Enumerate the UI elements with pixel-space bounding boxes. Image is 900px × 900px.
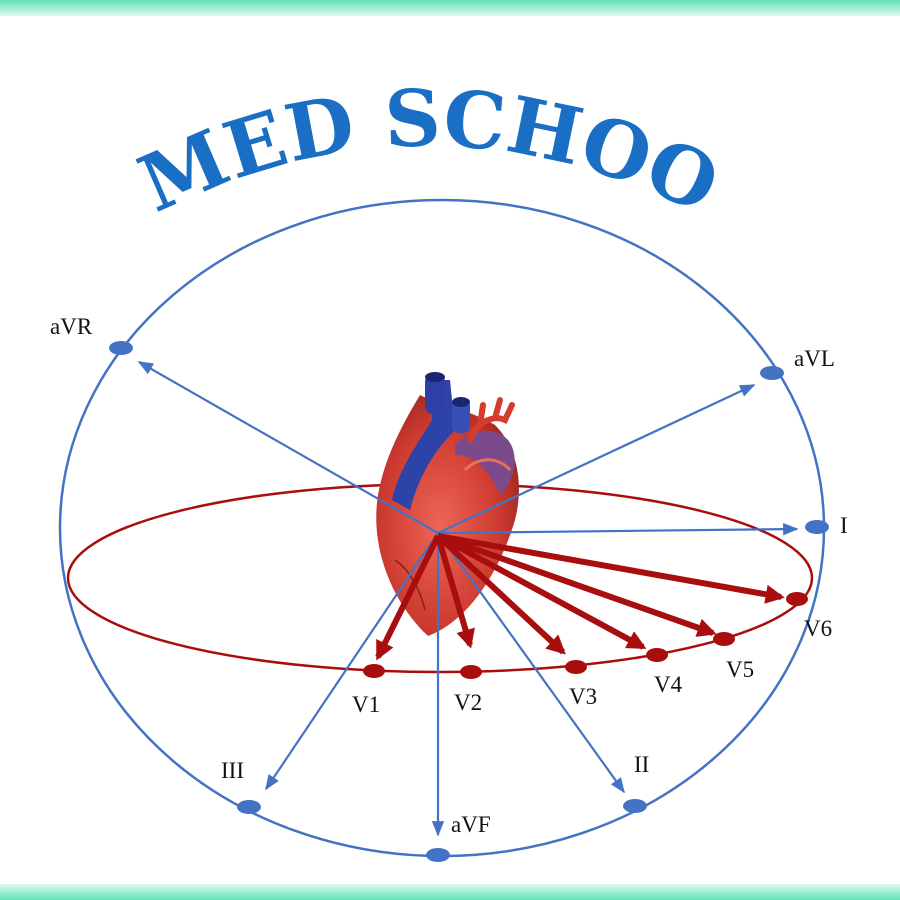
label-aVF: aVF (451, 812, 491, 837)
arrow-V6 (437, 533, 785, 604)
electrode-I (805, 520, 829, 534)
electrode-V3 (565, 660, 587, 674)
label-V1: V1 (352, 692, 380, 717)
arrow-aVR (137, 361, 439, 534)
electrode-V4 (646, 648, 668, 662)
label-I: I (840, 513, 848, 538)
arrow-V1 (375, 534, 441, 661)
arrow-aVL (437, 384, 756, 534)
electrode-aVR (109, 341, 133, 355)
label-II: II (634, 752, 649, 777)
electrode-V6 (786, 592, 808, 606)
electrode-II (623, 799, 647, 813)
arrow-V2 (435, 535, 475, 649)
bottom-border-bar (0, 884, 900, 900)
arrow-II (437, 532, 625, 794)
top-border-bar (0, 0, 900, 16)
arrow-V3 (435, 533, 566, 655)
label-V5: V5 (726, 657, 754, 682)
arrow-V4 (436, 533, 647, 650)
precordial-lead-arrows (375, 533, 785, 661)
label-V2: V2 (454, 690, 482, 715)
electrode-V2 (460, 665, 482, 679)
label-V3: V3 (569, 684, 597, 709)
electrode-aVL (760, 366, 784, 380)
limb-lead-arrows (137, 361, 799, 837)
label-V4: V4 (654, 672, 683, 697)
arrow-III (265, 532, 439, 791)
electrode-V5 (713, 632, 735, 646)
electrode-III (237, 800, 261, 814)
arrow-I (437, 522, 799, 536)
page-title: MED SCHOOL (0, 0, 732, 231)
electrode-V1 (363, 664, 385, 678)
label-aVR: aVR (50, 314, 93, 339)
electrode-aVF (426, 848, 450, 862)
label-V6: V6 (804, 616, 832, 641)
label-III: III (221, 758, 244, 783)
arrow-V5 (437, 533, 717, 637)
label-aVL: aVL (794, 346, 835, 371)
